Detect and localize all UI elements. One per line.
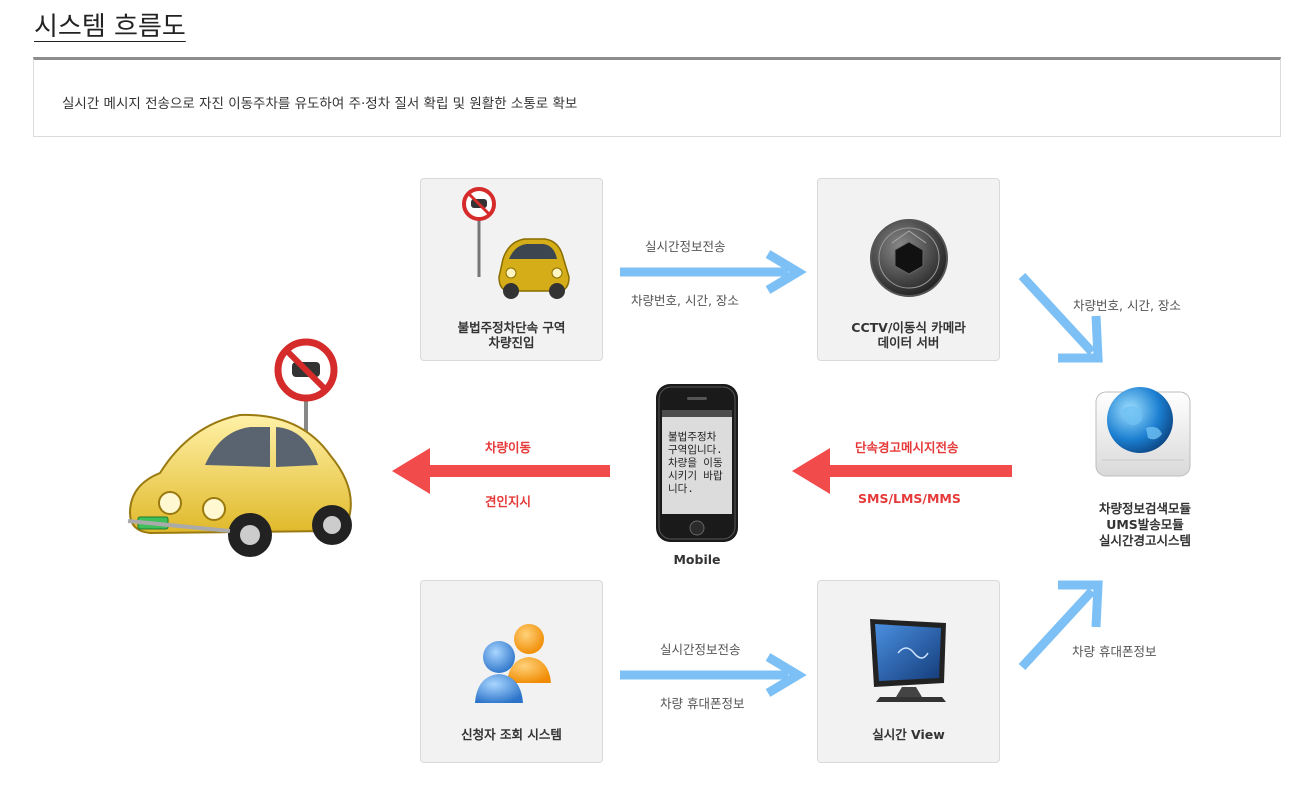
globe-server-icon	[1095, 387, 1191, 477]
edge-mobile-to-car-top: 차량이동	[485, 440, 532, 455]
node-realtime-view-label: 실시간 View	[872, 727, 945, 742]
arrow-applicant-to-view	[620, 653, 807, 697]
arrow-mobile-to-car	[392, 448, 610, 494]
camera-lens-icon	[870, 219, 948, 297]
page-title: 시스템 흐름도	[34, 12, 186, 42]
edge-zone-to-cctv-top: 실시간정보전송	[645, 239, 726, 254]
node-applicant-lookup-label: 신청자 조회 시스템	[461, 727, 562, 742]
node-illegal-parking-zone: 불법주정차단속 구역 차량진입	[420, 178, 603, 361]
mobile-screen-message: 불법주정차 구역입니다. 차량을 이동 시키기 바랍 니다.	[668, 431, 723, 495]
yellow-car-icon	[127, 338, 352, 557]
node-realtime-view: 실시간 View	[817, 580, 1000, 763]
edge-server-to-mobile-top: 단속경고메시지전송	[855, 440, 959, 455]
arrow-view-to-server	[1018, 580, 1103, 671]
edge-cctv-to-server: 차량번호, 시간, 장소	[1073, 298, 1181, 313]
no-parking-car-icon	[462, 187, 570, 299]
users-icon	[475, 624, 551, 703]
edge-applicant-to-view-bottom: 차량 휴대폰정보	[660, 696, 745, 711]
mobile-phone-icon	[656, 384, 738, 542]
monitor-icon	[870, 619, 946, 702]
arrow-server-to-mobile	[792, 448, 1012, 494]
edge-server-to-mobile-bottom: SMS/LMS/MMS	[858, 491, 961, 506]
node-illegal-parking-zone-label: 불법주정차단속 구역 차량진입	[457, 320, 566, 350]
edge-applicant-to-view-top: 실시간정보전송	[660, 642, 741, 657]
system-flow-diagram: 불법주정차단속 구역 차량진입 CCTV/이동식 카메라 데이터 서버	[0, 150, 1313, 800]
server-label: 차량정보검색모듈 UMS발송모듈 실시간경고시스템	[1098, 501, 1191, 548]
node-cctv-server: CCTV/이동식 카메라 데이터 서버	[817, 178, 1000, 361]
edge-zone-to-cctv-bottom: 차량번호, 시간, 장소	[631, 293, 739, 308]
node-applicant-lookup: 신청자 조회 시스템	[420, 580, 603, 763]
summary-text: 실시간 메시지 전송으로 자진 이동주차를 유도하여 주·정차 질서 확립 및 …	[62, 96, 578, 112]
arrow-zone-to-cctv	[620, 250, 807, 294]
mobile-label: Mobile	[673, 552, 721, 567]
arrow-cctv-to-server	[1018, 272, 1103, 363]
edge-view-to-server: 차량 휴대폰정보	[1072, 644, 1157, 659]
edge-mobile-to-car-bottom: 견인지시	[485, 494, 532, 509]
node-cctv-server-label: CCTV/이동식 카메라 데이터 서버	[851, 320, 966, 350]
summary-box: 실시간 메시지 전송으로 자진 이동주차를 유도하여 주·정차 질서 확립 및 …	[33, 57, 1281, 137]
